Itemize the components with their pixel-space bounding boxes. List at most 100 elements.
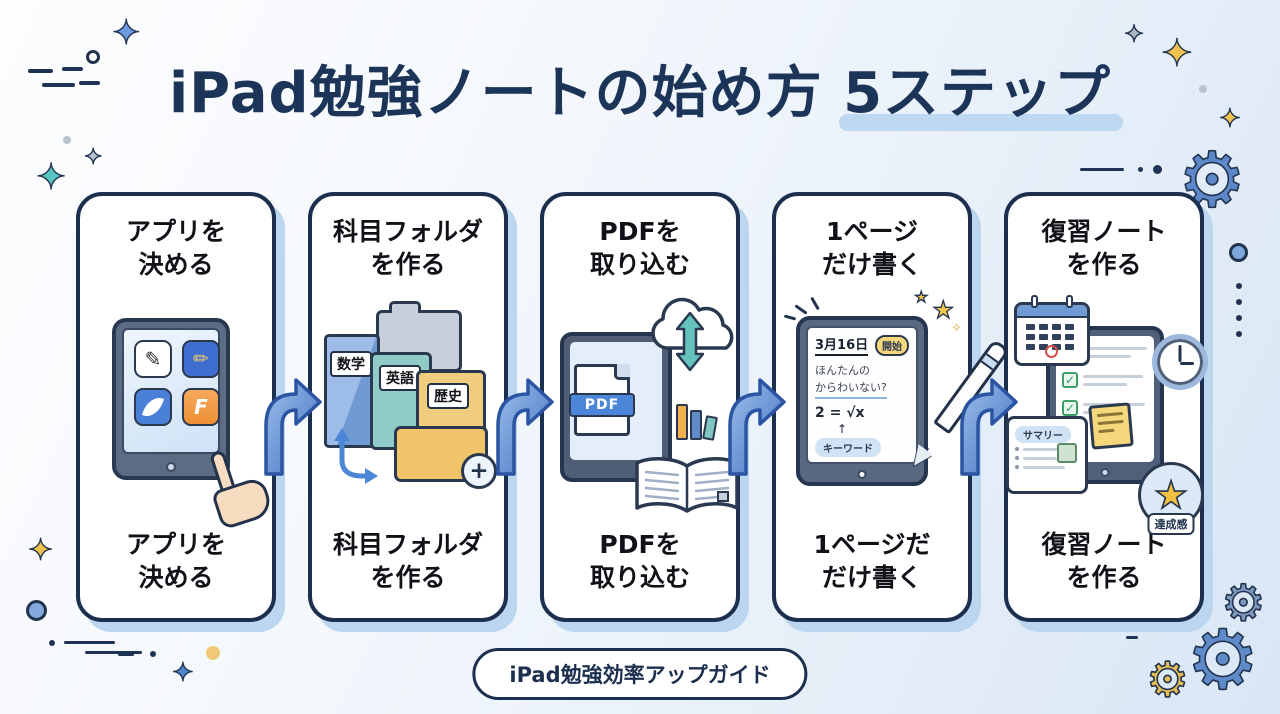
step4-title-top: 1ページ だけ書く — [776, 216, 968, 281]
note-page: 3月16日 開始 ほんたんの からわいない? 2 = √x ↑ キーワード — [806, 326, 918, 464]
step-card-4: 1ページ だけ書く 3月16日 開始 ほんたんの からわいない? 2 = √x — [772, 192, 1011, 622]
title-line: PDFを — [599, 217, 681, 246]
sync-arrow-icon — [676, 312, 704, 372]
title-line: だけ書く — [821, 249, 922, 279]
calendar-icon — [1014, 295, 1090, 366]
title-line: 科目フォルダ — [332, 530, 483, 559]
title-line: を作る — [1066, 562, 1142, 592]
summary-thumbnail — [1057, 443, 1077, 463]
flow-arrow-icon — [264, 378, 322, 476]
sparkle-icon: ✦ — [1123, 20, 1145, 48]
dash-line — [1126, 636, 1138, 639]
dash-line — [118, 653, 134, 656]
title-line: を作る — [370, 562, 446, 592]
summary-label: サマリー — [1015, 426, 1071, 443]
sparkle-outline-icon: ✧ — [951, 321, 962, 336]
step3-illustration: PDF — [550, 297, 739, 514]
start-badge: 開始 — [875, 334, 909, 356]
title-line: 復習ノート — [1041, 217, 1167, 246]
feather-icon — [141, 394, 165, 420]
move-arrow-icon — [334, 428, 378, 484]
pdf-document-icon: PDF — [569, 364, 635, 436]
handwriting-text: ほんたんの からわいない? — [815, 363, 909, 399]
f-letter: F — [194, 395, 208, 419]
up-arrow-icon: ↑ — [837, 422, 848, 436]
speed-line — [794, 304, 808, 315]
step1-illustration: ✎ ✏ F — [86, 308, 275, 531]
flow-arrow-icon — [496, 378, 554, 476]
sparkle-icon: ✦ — [83, 145, 103, 170]
handwriting-line1: ほんたんの — [815, 364, 870, 377]
dash-line — [79, 81, 100, 85]
dot-decoration — [63, 136, 71, 144]
star-icon: ★ — [914, 288, 929, 306]
step-card-3: PDFを 取り込む PDF — [540, 192, 740, 622]
dash-line — [64, 641, 115, 644]
sparkle-icon: ✦ — [111, 13, 141, 53]
calendar-grid — [1017, 318, 1087, 350]
app-icon-pencil: ✏ — [182, 340, 220, 378]
step-card-2: 科目フォルダ を作る 数学 英語 歴史 + 科 — [308, 192, 508, 622]
title-line: 1ページ — [826, 217, 918, 246]
step5-title-bottom: 復習ノート を作る — [1008, 529, 1200, 594]
app-grid: ✎ ✏ F — [134, 340, 220, 426]
note-pen-icon: ✎ — [144, 347, 162, 371]
page-title: iPad勉強ノートの始め方 5ステップ — [0, 48, 1280, 131]
title-line: 取り込む — [589, 249, 690, 279]
tablet-screen: ✎ ✏ F — [122, 328, 220, 454]
calendar-ring — [1066, 295, 1073, 308]
dash-line — [1080, 168, 1124, 171]
checkbox-icon: ✓ — [1062, 400, 1078, 416]
sparkle-icon: ✦ — [1160, 31, 1193, 75]
book-spine — [690, 410, 702, 440]
step3-title-bottom: PDFを 取り込む — [544, 529, 736, 594]
dot-decoration — [49, 640, 55, 646]
step2-title-top: 科目フォルダ を作る — [312, 216, 504, 281]
sparkle-icon: ✦ — [1218, 104, 1241, 134]
home-button-icon — [857, 470, 867, 479]
step-card-1: アプリを 決める ✎ ✏ F アプリを — [76, 192, 276, 622]
title-line: を作る — [1066, 249, 1142, 279]
title-line: 取り込む — [589, 562, 690, 592]
step1-title-bottom: アプリを 決める — [80, 529, 272, 594]
step4-illustration: 3月16日 開始 ほんたんの からわいない? 2 = √x ↑ キーワード — [782, 289, 1011, 514]
star-icon: ★ — [1153, 473, 1189, 517]
achievement-badge: ★ 達成感 — [1138, 462, 1204, 535]
dot-decoration — [1236, 315, 1242, 321]
clock-icon — [1152, 334, 1208, 390]
open-book-icon — [635, 457, 739, 513]
circle-decoration — [26, 600, 47, 621]
sticky-note-icon — [1088, 402, 1134, 450]
dot-decoration — [1236, 299, 1242, 305]
folder-label-math: 数学 — [330, 351, 372, 377]
calendar-marked-date — [1045, 345, 1058, 358]
step1-title-top: アプリを 決める — [80, 216, 272, 281]
dash-line — [85, 651, 142, 654]
dot-decoration — [150, 651, 156, 657]
sparkle-icon: ✦ — [27, 533, 54, 568]
sparkle-icon: ✦ — [171, 658, 194, 688]
pdf-label: PDF — [569, 393, 635, 417]
summary-line — [1015, 456, 1079, 460]
title-line: 決める — [138, 249, 214, 279]
clock-hour-hand — [1180, 362, 1194, 365]
handwriting-line2: からわいない? — [815, 380, 887, 399]
tablet-illustration: ✎ ✏ F — [112, 318, 230, 480]
speed-line — [783, 314, 797, 321]
step5-title-top: 復習ノート を作る — [1008, 216, 1200, 281]
step5-illustration: ✓ ✓ ✓ — [1006, 295, 1208, 535]
achievement-label: 達成感 — [1147, 513, 1195, 535]
flow-arrow-icon — [960, 378, 1018, 476]
title-line: アプリを — [125, 530, 226, 559]
title-line: 科目フォルダ — [332, 217, 483, 246]
title-line: を作る — [370, 249, 446, 279]
summary-line — [1015, 447, 1079, 451]
checkbox-icon: ✓ — [1062, 372, 1078, 388]
summary-line — [1015, 465, 1079, 469]
tablet-illustration: 3月16日 開始 ほんたんの からわいない? 2 = √x ↑ キーワード — [796, 316, 928, 486]
note-date: 3月16日 — [815, 334, 869, 356]
gear-icon: ⚙ — [1220, 574, 1266, 632]
home-button-icon — [166, 462, 176, 472]
folder-label-history: 歴史 — [427, 383, 469, 409]
